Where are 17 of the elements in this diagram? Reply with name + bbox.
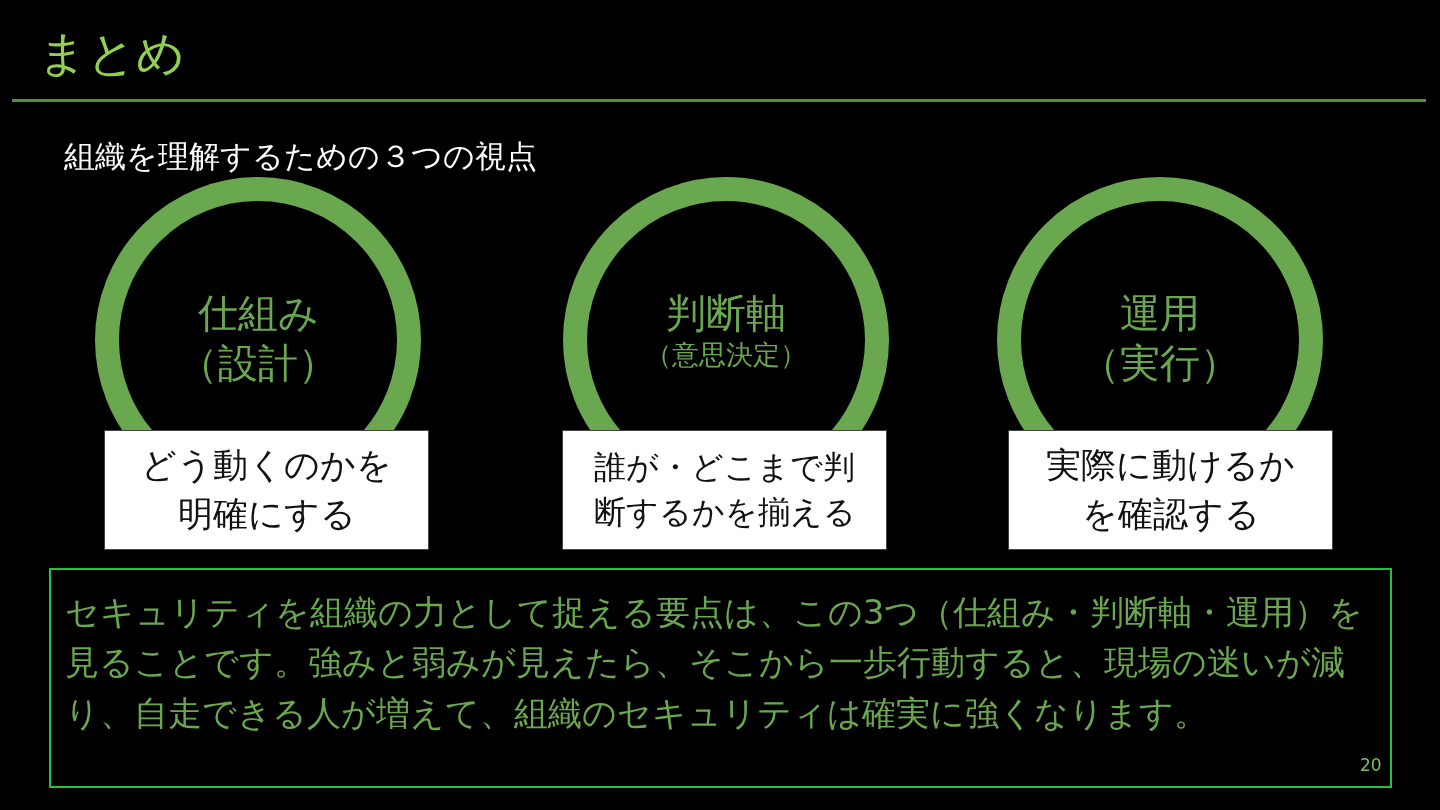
subtitle: 組織を理解するための３つの視点 xyxy=(64,137,537,176)
ring-subheading: （意思決定） xyxy=(645,338,807,372)
summary-text: セキュリティを組織の力として捉える要点は、この3つ（仕組み・判断軸・運用）を見ることです。強みと弱みが見えたら、そこから一歩行動すると、現場の迷いが減り、自走できる人が増えて、組織のセキュリティは確実に強くなります。 xyxy=(65,592,1365,735)
description-box xyxy=(562,430,887,550)
slide-title: まとめ xyxy=(38,24,185,83)
ring-heading: 運用 xyxy=(1120,289,1200,337)
description-box xyxy=(1008,430,1333,550)
description-text: 実際に動けるかを確認する xyxy=(1045,444,1296,536)
summary-box xyxy=(49,568,1392,788)
description-text: 誰が・どこまで判断するかを揃える xyxy=(592,447,857,533)
ring-heading: 判断軸 xyxy=(666,289,786,337)
ring-subheading: （設計） xyxy=(178,339,338,388)
description-text: どう動くのかを明確にする xyxy=(140,444,393,536)
ring-heading: 仕組み xyxy=(197,289,319,337)
description-box xyxy=(104,430,429,550)
ring-subheading: （実行） xyxy=(1080,339,1240,388)
page-number: 20 xyxy=(1360,755,1382,775)
